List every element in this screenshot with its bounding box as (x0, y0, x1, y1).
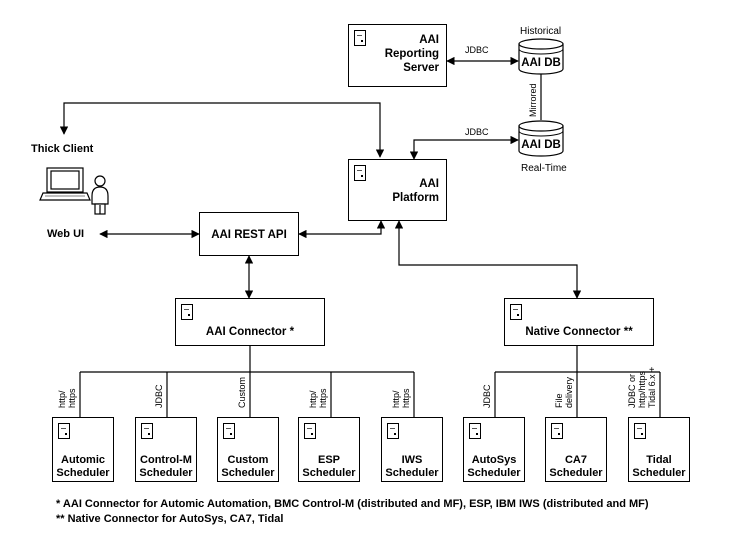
platform-label-2: Platform (392, 192, 439, 204)
server-icon (141, 423, 153, 439)
protocol-label: http/ (57, 390, 67, 408)
protocol-label: http/ (391, 390, 401, 408)
protocol-label: JDBC (154, 384, 164, 408)
scheduler-name: CA7 (564, 454, 587, 466)
server-icon (510, 304, 522, 320)
scheduler-name: IWS (401, 454, 423, 466)
laptop-icon (39, 167, 91, 201)
server-icon (304, 423, 316, 439)
scheduler-name: AutoSys (471, 454, 517, 466)
realtime-caption: Real-Time (521, 163, 567, 174)
reporting-server-node[interactable]: AAI Reporting Server (348, 24, 447, 87)
scheduler-type: Scheduler (549, 467, 603, 479)
scheduler-type: Scheduler (632, 467, 686, 479)
database-icon (518, 38, 564, 75)
footnote-2: ** Native Connector for AutoSys, CA7, Ti… (56, 513, 284, 525)
protocol-label: Custom (237, 376, 247, 408)
reporting-server-label-1: AAI (419, 34, 439, 46)
protocol-label: http/ (308, 390, 318, 408)
protocol-label: JDBC or (627, 373, 637, 408)
scheduler-type: Scheduler (56, 467, 110, 479)
server-icon (551, 423, 563, 439)
server-icon (354, 165, 366, 181)
realtime-db[interactable]: AAI DB (518, 120, 564, 158)
reporting-server-label-2: Reporting (384, 48, 439, 60)
scheduler-type: Scheduler (221, 467, 275, 479)
person-icon (91, 175, 109, 215)
reporting-jdbc-label: JDBC (465, 45, 489, 55)
protocol-label: Tidal 6.x + (647, 366, 657, 408)
aai-connector-node[interactable]: AAI Connector * (175, 298, 325, 346)
scheduler-name: ESP (317, 454, 340, 466)
protocol-label: https (318, 388, 328, 408)
platform-jdbc-label: JDBC (465, 127, 489, 137)
server-icon (634, 423, 646, 439)
historical-db-label: AAI DB (521, 57, 561, 69)
database-icon (518, 120, 564, 157)
server-icon (469, 423, 481, 439)
native-connector-label: Native Connector ** (525, 326, 633, 338)
platform-label-1: AAI (419, 178, 439, 190)
realtime-db-label: AAI DB (521, 139, 561, 151)
server-icon (223, 423, 235, 439)
historical-caption: Historical (520, 26, 562, 37)
platform-node[interactable]: AAI Platform (348, 159, 447, 221)
server-icon (354, 30, 366, 46)
protocol-label: delivery (564, 376, 574, 408)
protocol-label: https (67, 388, 77, 408)
scheduler-type: Scheduler (302, 467, 356, 479)
protocol-label: http/https (637, 370, 647, 408)
scheduler-name: Automic (61, 454, 105, 466)
web-ui-label: Web UI (47, 228, 85, 240)
protocol-label: JDBC (482, 384, 492, 408)
footnote-1: * AAI Connector for Automic Automation, … (56, 498, 649, 510)
reporting-server-label-3: Server (403, 62, 439, 74)
native-connector-node[interactable]: Native Connector ** (504, 298, 654, 346)
server-icon (58, 423, 70, 439)
rest-api-label: AAI REST API (211, 229, 287, 241)
thick-client-label: Thick Client (31, 143, 94, 155)
scheduler-type: Scheduler (385, 467, 439, 479)
mirrored-label: Mirrored (528, 83, 538, 117)
protocol-label: https (401, 388, 411, 408)
scheduler-name: Tidal (646, 454, 672, 466)
scheduler-name: Custom (227, 454, 269, 466)
rest-api-node[interactable]: AAI REST API (199, 212, 299, 256)
scheduler-type: Scheduler (139, 467, 193, 479)
server-icon (181, 304, 193, 320)
aai-connector-label: AAI Connector * (205, 326, 295, 338)
historical-db[interactable]: AAI DB (518, 38, 564, 76)
protocol-label: File (554, 393, 564, 408)
scheduler-type: Scheduler (467, 467, 521, 479)
server-icon (387, 423, 399, 439)
scheduler-name: Control-M (140, 454, 192, 466)
